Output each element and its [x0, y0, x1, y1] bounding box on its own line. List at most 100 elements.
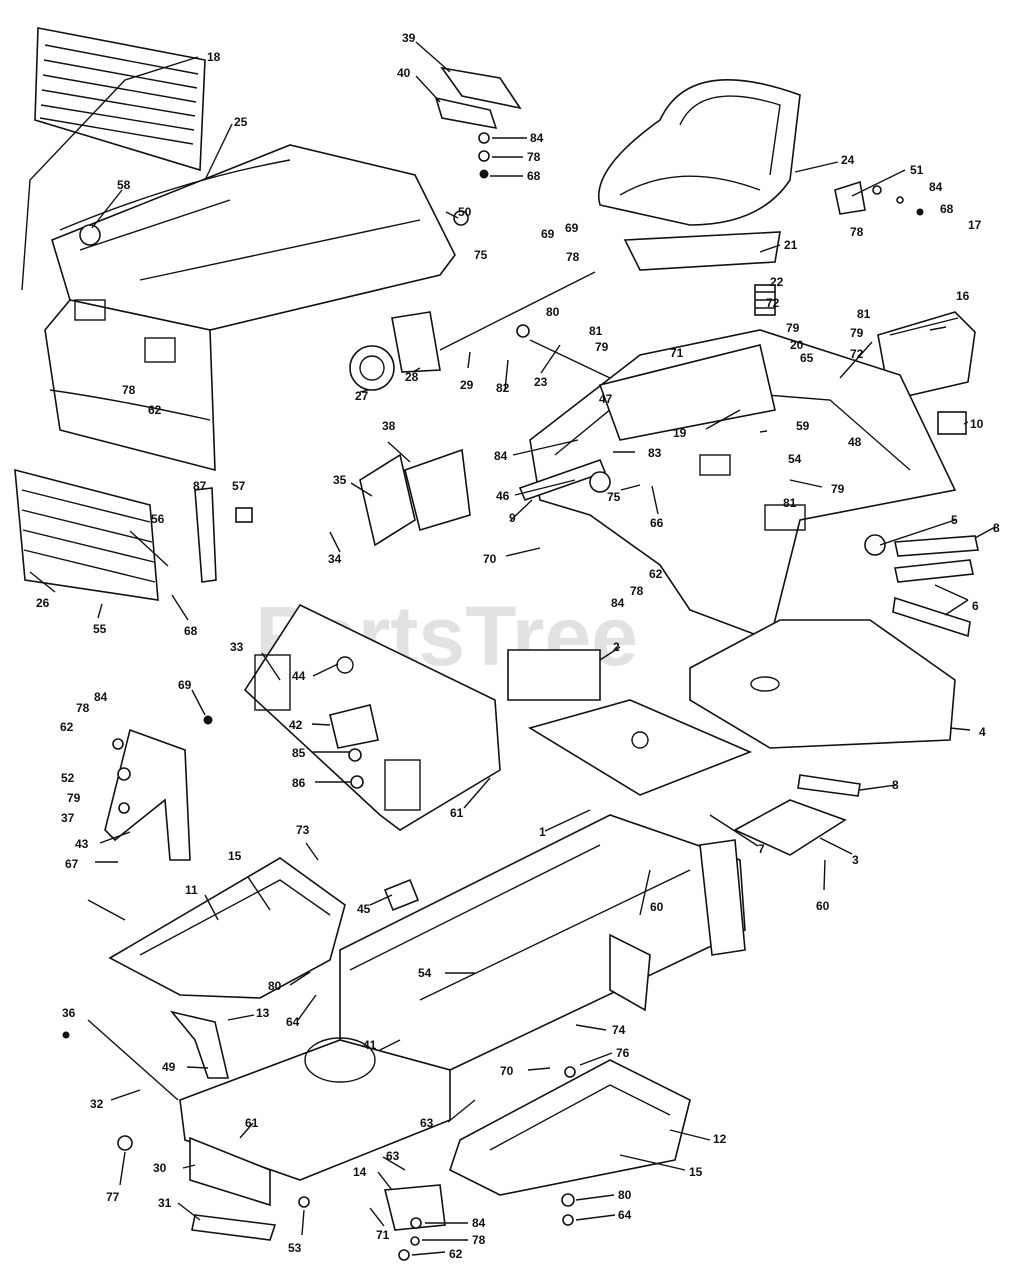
callout-25: 25	[234, 115, 248, 129]
callout-64-bottom: 64	[618, 1208, 632, 1222]
hood-knob-part	[79, 224, 101, 246]
shift-rod-part	[529, 339, 611, 379]
callout-51: 51	[910, 163, 924, 177]
rear-bracket-part	[699, 839, 746, 956]
callout-19: 19	[673, 426, 687, 440]
callout-73: 73	[296, 823, 310, 837]
callout-81-left: 81	[589, 324, 603, 338]
callout-85: 85	[292, 746, 306, 760]
nut-part-bottom	[298, 1196, 310, 1208]
callout-63-low: 63	[386, 1149, 400, 1163]
callout-18: 18	[207, 50, 221, 64]
main-frame-part	[179, 814, 746, 1181]
callout-54-top: 54	[788, 452, 802, 466]
callout-3: 3	[852, 853, 859, 867]
trim-strip-lower-part	[892, 596, 971, 638]
callout-27: 27	[355, 389, 369, 403]
callout-47: 47	[599, 392, 613, 406]
callout-61-mid: 61	[450, 806, 464, 820]
lock-washer-part-right	[896, 196, 904, 204]
nut-part-bottom-3	[562, 1214, 574, 1226]
gauge-part	[349, 345, 395, 391]
callout-75-top: 75	[474, 248, 488, 262]
callout-80-top: 80	[546, 305, 560, 319]
lock-washer-part-bottom	[410, 1236, 420, 1246]
callout-52: 52	[61, 771, 75, 785]
callout-66: 66	[650, 516, 664, 530]
callout-84-seat: 84	[929, 180, 943, 194]
bushing-part	[516, 324, 530, 338]
callout-5: 5	[951, 513, 958, 527]
seat-plate-part	[440, 66, 522, 110]
callout-65: 65	[800, 351, 814, 365]
callout-49: 49	[162, 1060, 176, 1074]
callout-44: 44	[292, 669, 306, 683]
callout-20: 20	[790, 338, 804, 352]
callout-53: 53	[288, 1241, 302, 1255]
callout-78-hood: 78	[122, 383, 136, 397]
callout-58: 58	[117, 178, 131, 192]
callout-2: 2	[613, 640, 620, 654]
callout-1: 1	[539, 825, 546, 839]
callout-76: 76	[616, 1046, 630, 1060]
bolt-part-left	[203, 715, 213, 725]
callout-79-left: 79	[67, 791, 81, 805]
callout-36: 36	[62, 1006, 76, 1020]
seat-clip-part	[834, 180, 866, 215]
callout-71-top: 71	[670, 346, 684, 360]
callout-labels: 18 25 58 39 40 84 78 68 50 24 51 84 68 7…	[36, 31, 1000, 1261]
callout-45: 45	[357, 902, 371, 916]
callout-48: 48	[848, 435, 862, 449]
callout-74: 74	[612, 1023, 626, 1037]
gauge-mount-part	[391, 311, 441, 373]
lock-washer-part-left	[118, 802, 130, 814]
hitch-plate-part	[191, 1214, 277, 1241]
nut-part-left	[117, 767, 131, 781]
callout-64-left: 64	[286, 1015, 300, 1029]
frame-bracket-part	[169, 1010, 230, 1079]
callout-78-top: 78	[527, 150, 541, 164]
callout-46: 46	[496, 489, 510, 503]
callout-6: 6	[972, 599, 979, 613]
pedal-bracket-rear-part	[404, 448, 471, 532]
callout-68-seat: 68	[940, 202, 954, 216]
callout-81-low: 81	[783, 496, 797, 510]
callout-60-mid: 60	[650, 900, 664, 914]
callout-75-mid: 75	[607, 490, 621, 504]
callout-16: 16	[956, 289, 970, 303]
callout-69-top: 69	[541, 227, 555, 241]
callout-30: 30	[153, 1161, 167, 1175]
callout-55: 55	[93, 622, 107, 636]
callout-79-low: 79	[831, 482, 845, 496]
lock-washer-part	[478, 150, 490, 162]
callout-81-right: 81	[857, 307, 871, 321]
callout-61-low: 61	[245, 1116, 259, 1130]
callout-80-bottom: 80	[618, 1188, 632, 1202]
callout-78-rod: 78	[566, 250, 580, 264]
callout-8-low: 8	[892, 778, 899, 792]
callout-63-mid: 63	[420, 1116, 434, 1130]
callout-68-top: 68	[527, 169, 541, 183]
callout-60-right: 60	[816, 899, 830, 913]
callout-83: 83	[648, 446, 662, 460]
callout-62-left: 62	[60, 720, 74, 734]
callout-70-mid: 70	[483, 552, 497, 566]
callout-78-low: 78	[630, 584, 644, 598]
spacer-part	[350, 775, 364, 789]
seat-plate-lower-part	[434, 96, 498, 130]
callout-40: 40	[397, 66, 411, 80]
callout-4: 4	[979, 725, 986, 739]
seat-spring-part	[754, 284, 776, 316]
pin-part	[62, 1031, 70, 1039]
tray-part	[733, 799, 847, 856]
callout-31: 31	[158, 1196, 172, 1210]
callout-14: 14	[353, 1165, 367, 1179]
callout-8-top: 8	[993, 521, 1000, 535]
callout-38: 38	[382, 419, 396, 433]
control-lever-part	[518, 458, 607, 502]
seat-pan-part	[623, 231, 781, 271]
callout-54-low: 54	[418, 966, 432, 980]
callout-43: 43	[75, 837, 89, 851]
callout-24: 24	[841, 153, 855, 167]
callout-78-bottom: 78	[472, 1233, 486, 1247]
